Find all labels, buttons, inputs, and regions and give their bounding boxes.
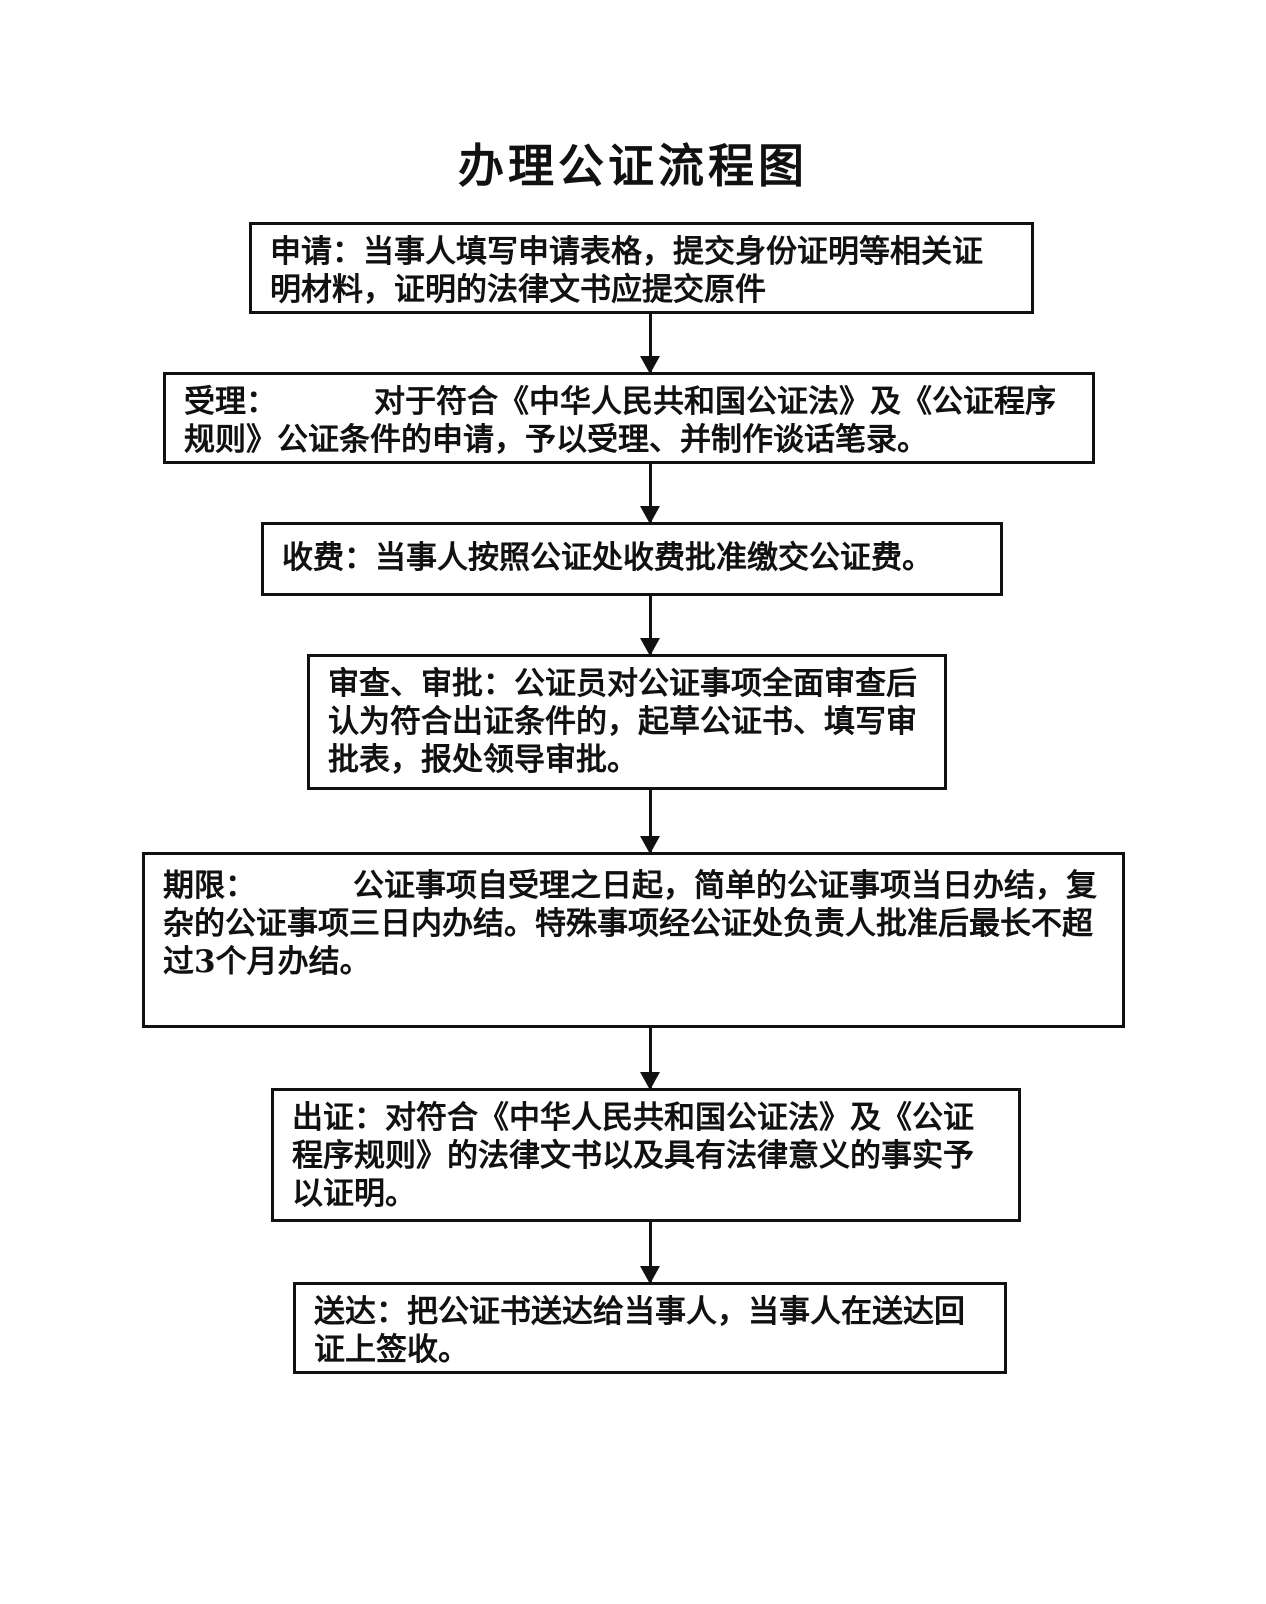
- step-deliver-label: 送达：: [314, 1294, 407, 1330]
- arrow-1: [640, 314, 660, 374]
- step-deliver: 送达：把公证书送达给当事人，当事人在送达回证上签收。: [293, 1282, 1007, 1374]
- step-apply-label: 申请：: [270, 234, 363, 270]
- step-apply-text: 当事人填写申请表格，提交身份证明等相关证明材料，证明的法律文书应提交原件: [270, 234, 983, 308]
- step-issue-label: 出证：: [292, 1100, 385, 1136]
- diagram-title: 办理公证流程图: [458, 139, 808, 193]
- arrow-2: [640, 464, 660, 524]
- arrow-4: [640, 790, 660, 854]
- step-issue: 出证：对符合《中华人民共和国公证法》及《公证程序规则》的法律文书以及具有法律意义…: [271, 1088, 1021, 1222]
- arrow-6: [640, 1222, 660, 1284]
- step-deadline-label: 期限：: [163, 868, 256, 904]
- step-apply: 申请：当事人填写申请表格，提交身份证明等相关证明材料，证明的法律文书应提交原件: [249, 222, 1034, 314]
- step-accept-text: 对于符合《中华人民共和国公证法》及《公证程序规则》公证条件的申请，予以受理、并制…: [184, 384, 1056, 458]
- arrow-3: [640, 596, 660, 656]
- step-fee: 收费：当事人按照公证处收费批准缴交公证费。: [261, 522, 1003, 596]
- arrow-5: [640, 1028, 660, 1090]
- step-review-text: 公证员对公证事项全面审查后认为符合出证条件的，起草公证书、填写审批表，报处领导审…: [328, 666, 917, 778]
- step-deliver-text: 把公证书送达给当事人，当事人在送达回证上签收。: [314, 1294, 965, 1368]
- step-fee-text: 当事人按照公证处收费批准缴交公证费。: [375, 540, 933, 576]
- step-deadline-text: 公证事项自受理之日起，简单的公证事项当日办结，复杂的公证事项三日内办结。特殊事项…: [163, 868, 1097, 980]
- step-deadline: 期限：公证事项自受理之日起，简单的公证事项当日办结，复杂的公证事项三日内办结。特…: [142, 852, 1125, 1028]
- step-review: 审查、审批：公证员对公证事项全面审查后认为符合出证条件的，起草公证书、填写审批表…: [307, 654, 947, 790]
- step-issue-text: 对符合《中华人民共和国公证法》及《公证程序规则》的法律文书以及具有法律意义的事实…: [292, 1100, 974, 1212]
- step-review-label: 审查、审批：: [328, 666, 514, 702]
- step-fee-label: 收费：: [282, 540, 375, 576]
- step-accept: 受理：对于符合《中华人民共和国公证法》及《公证程序规则》公证条件的申请，予以受理…: [163, 372, 1095, 464]
- step-accept-label: 受理：: [184, 384, 277, 420]
